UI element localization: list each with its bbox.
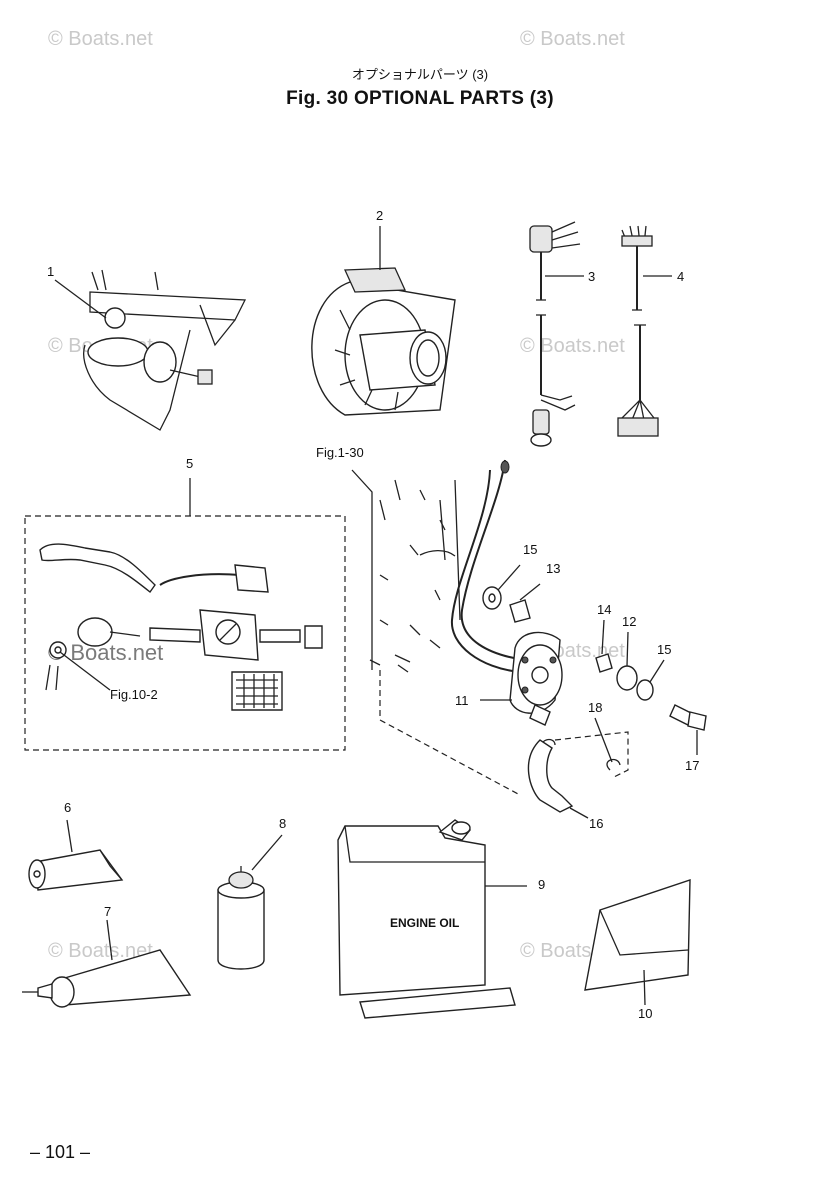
- part-1-lower-unit[interactable]: [54, 269, 247, 431]
- part-7-sealant-tube[interactable]: [22, 919, 192, 1008]
- part-15-washer[interactable]: [482, 564, 521, 610]
- callout-1: 1: [47, 264, 55, 279]
- part-6-grease-tube[interactable]: [28, 819, 124, 891]
- callout-14: 14: [597, 602, 612, 617]
- page-title: Fig. 30 OPTIONAL PARTS (3): [286, 88, 554, 109]
- callout-2: 2: [376, 208, 384, 223]
- japanese-title: オプショナルパーツ (3): [351, 67, 489, 82]
- part-8-spray-can[interactable]: [217, 834, 283, 970]
- callout-3: 3: [588, 269, 596, 284]
- callout-10: 10: [638, 1006, 653, 1021]
- part-14-collar[interactable]: [595, 619, 613, 673]
- watermark: © Boats.net: [48, 28, 153, 50]
- part-9-engine-oil-jug[interactable]: ENGINE OIL: [337, 819, 527, 1019]
- engine-oil-label: ENGINE OIL: [390, 916, 459, 930]
- callout-15: 15: [657, 642, 672, 657]
- watermark: © Boats.net: [48, 940, 153, 962]
- callout-7: 7: [104, 904, 112, 919]
- watermark: © Boats.net: [520, 28, 625, 50]
- callout-9: 9: [538, 877, 546, 892]
- fig1-30-reference-area: [351, 469, 521, 796]
- callout-6: 6: [64, 800, 72, 815]
- callout-17: 17: [685, 758, 700, 773]
- callout-5: 5: [186, 456, 194, 471]
- callout-8: 8: [279, 816, 287, 831]
- part-4-wire-harness[interactable]: [617, 225, 672, 437]
- part-13-grommet[interactable]: [509, 583, 541, 623]
- part-11-fuel-pump[interactable]: [450, 459, 563, 726]
- callout-18: 18: [588, 700, 603, 715]
- watermark: © Boats.net: [48, 640, 164, 665]
- part-10-bag[interactable]: [584, 879, 691, 1006]
- part-16-hose[interactable]: [527, 739, 589, 819]
- page-number: – 101 –: [30, 1142, 91, 1162]
- part-12-grommet[interactable]: [616, 631, 638, 691]
- part-17-bolt[interactable]: [669, 704, 707, 755]
- part-5-fuel-pump-assembly[interactable]: [24, 478, 346, 751]
- part-2-flywheel-cover[interactable]: [311, 226, 456, 416]
- callout-4: 4: [677, 269, 685, 284]
- callout-11: 11: [455, 693, 469, 708]
- callout-16: 16: [589, 816, 604, 831]
- callout-12: 12: [622, 614, 637, 629]
- watermark: © Boats.net: [520, 335, 625, 357]
- callout-15: 15: [523, 542, 538, 557]
- callout-13: 13: [546, 561, 561, 576]
- fig-10-2-reference[interactable]: Fig.10-2: [110, 687, 158, 702]
- part-15-washer[interactable]: [636, 659, 665, 701]
- part-18-clip[interactable]: [541, 717, 629, 779]
- fig-1-30-reference[interactable]: Fig.1-30: [316, 445, 364, 460]
- part-3-wire-harness[interactable]: [529, 221, 584, 447]
